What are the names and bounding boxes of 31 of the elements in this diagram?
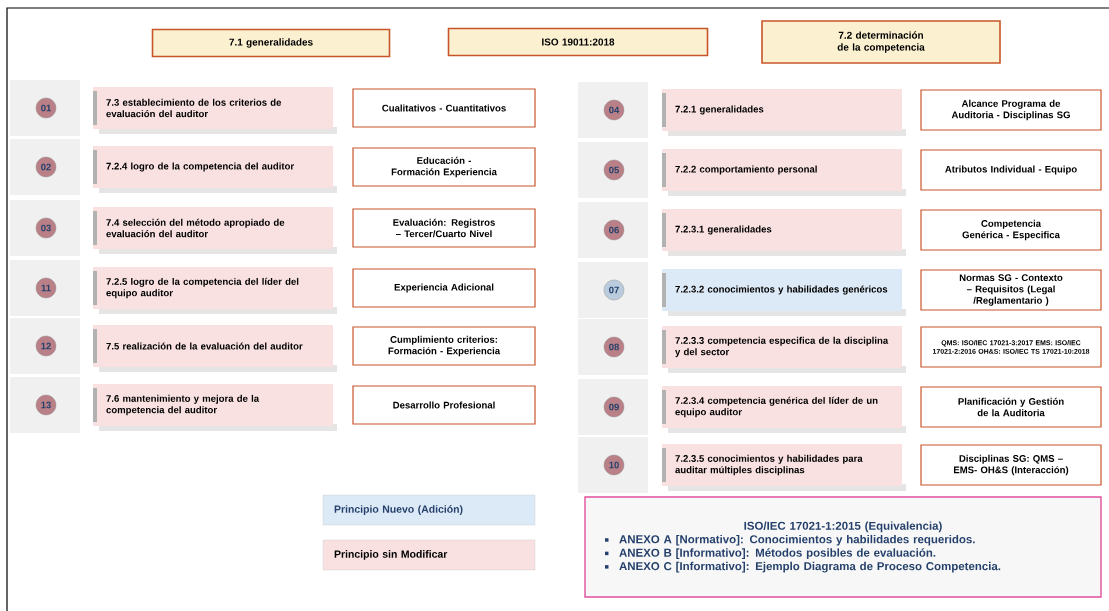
legend-box: Principio Nuevo (Adición) (322, 494, 536, 526)
section-box: 7.2.5 logro de la competencia del líder del equipo auditor (93, 267, 333, 309)
section-box: 7.3 establecimiento de los criterios de evaluación del auditor (93, 87, 333, 129)
heading-box: ISO 19011:2018 (447, 27, 709, 57)
topic-box: Desarrollo Profesional (352, 385, 536, 425)
section-box: 7.2.3.3 competencia especifica de la disciplina y del sector (662, 326, 902, 368)
topic-box: Normas SG - Contexto – Requisitos (Legal /Reglamentario ) (920, 269, 1102, 311)
topic-box: Educación - Formación Experiencia (352, 147, 536, 187)
topic-box: Planificación y Gestión de la Auditoria (920, 386, 1102, 428)
section-box: 7.6 mantenimiento y mejora de la competencia del auditor (93, 384, 333, 426)
section-box: 7.2.1 generalidades (662, 89, 902, 131)
topic-box: Cumplimiento criterios: Formación - Experiencia (352, 326, 536, 366)
section-box: 7.2.3.5 conocimientos y habilidades para auditar múltiples disciplinas (662, 444, 902, 486)
heading-box: 7.2 determinación de la competencia (761, 20, 1001, 64)
section-box: 7.2.3.1 generalidades (662, 209, 902, 251)
section-box: 7.4 selección del método apropiado de evaluación del auditor (93, 207, 333, 249)
section-box: 7.2.3.4 competencia genérica del líder de un equipo auditor (662, 386, 902, 428)
topic-box: Alcance Programa de Auditoria - Disciplinas SG (920, 89, 1102, 131)
section-box: 7.2.3.2 conocimientos y habilidades genéricos (662, 269, 902, 311)
topic-box: Disciplinas SG: QMS – EMS- OH&S (Interacción) (920, 444, 1102, 486)
topic-box: Experiencia Adicional (352, 268, 536, 308)
topic-box: Cualitativos - Cuantitativos (352, 88, 536, 128)
section-box: 7.5 realización de la evaluación del auditor (93, 325, 333, 367)
section-box: 7.2.4 logro de la competencia del auditor (93, 146, 333, 188)
annex-box: ISO/IEC 17021-1:2015 (Equivalencia) ANEXO A [Normativo]: Conocimientos y habilidades requeridos. ANEXO B [Informativo]: Métodos posibles de evaluación. ANEXO C [Informativo]: Ejemplo Diagrama de Proceso Competencia. (584, 496, 1102, 598)
legend-box: Principio sin Modificar (322, 539, 536, 571)
section-box: 7.2.2 comportamiento personal (662, 149, 902, 191)
topic-box: Competencia Genérica - Especifica (920, 209, 1102, 251)
topic-box: Evaluación: Registros – Tercer/Cuarto Nivel (352, 208, 536, 248)
topic-box: Atributos Individual - Equipo (920, 149, 1102, 191)
heading-box: 7.1 generalidades (151, 28, 391, 58)
